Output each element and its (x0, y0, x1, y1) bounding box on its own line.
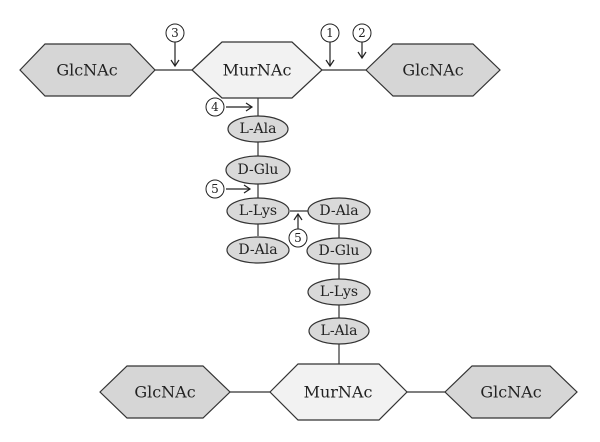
peptide-l-ala-bottom: L-Ala (308, 317, 370, 345)
glcnac-label: GlcNAc (402, 61, 463, 80)
peptide-d-ala-bridge: D-Ala (307, 197, 371, 225)
glcnac-hex-top-left: GlcNAc (19, 43, 156, 97)
peptide-l-ala-top: L-Ala (227, 115, 289, 143)
cleavage-site-5a: 5 (205, 179, 252, 199)
site-number: 1 (326, 26, 334, 40)
peptide-label: L-Lys (320, 284, 358, 300)
site-number: 5 (211, 182, 219, 196)
peptide-l-lys-top: L-Lys (226, 197, 290, 225)
glcnac-label: GlcNAc (480, 383, 541, 402)
glcnac-hex-top-right: GlcNAc (365, 43, 501, 97)
murnac-label: MurNAc (223, 61, 292, 80)
peptide-label: D-Ala (238, 242, 277, 258)
peptide-d-glu-bottom: D-Glu (306, 237, 372, 265)
peptide-l-lys-bottom: L-Lys (307, 278, 371, 306)
cleavage-site-2: 2 (352, 23, 372, 60)
cleavage-site-1: 1 (320, 23, 340, 68)
site-number: 4 (211, 100, 219, 114)
peptide-label: D-Glu (319, 243, 360, 259)
peptide-label: D-Glu (238, 162, 279, 178)
peptide-d-glu-top: D-Glu (225, 155, 291, 185)
peptide-label: L-Ala (321, 323, 358, 339)
peptide-d-ala-terminal: D-Ala (226, 236, 290, 264)
peptide-label: D-Ala (319, 203, 358, 219)
glcnac-hex-bottom-right: GlcNAc (444, 365, 578, 419)
glcnac-label: GlcNAc (56, 61, 117, 80)
murnac-hex-bottom: MurNAc (269, 363, 408, 421)
murnac-hex-top: MurNAc (191, 41, 323, 99)
site-number: 3 (171, 26, 179, 40)
murnac-label: MurNAc (304, 383, 373, 402)
peptide-label: L-Ala (240, 121, 277, 137)
peptide-label: L-Lys (239, 203, 277, 219)
site-number: 5 (294, 231, 302, 245)
cleavage-site-3: 3 (165, 23, 185, 68)
glcnac-hex-bottom-left: GlcNAc (99, 365, 231, 419)
cleavage-site-5b: 5 (288, 212, 308, 248)
site-number: 2 (358, 26, 366, 40)
glcnac-label: GlcNAc (134, 383, 195, 402)
cleavage-site-4: 4 (205, 97, 254, 117)
